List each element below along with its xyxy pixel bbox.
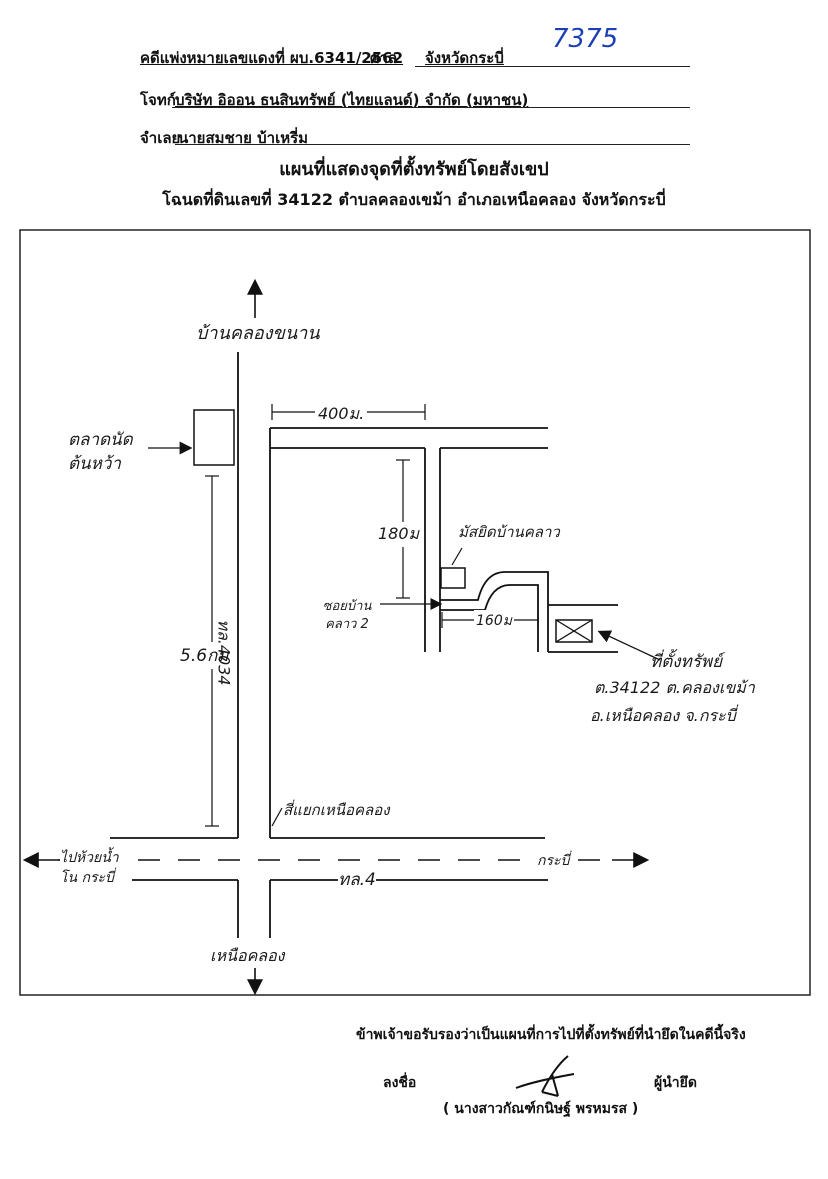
property-label: ที่ตั้งทรัพย์ xyxy=(650,652,723,672)
court-underline xyxy=(415,66,690,67)
distance-160-label: 160ม xyxy=(474,610,514,632)
property-arrow xyxy=(597,630,661,661)
lane-outer xyxy=(440,571,549,652)
market-label: ตลาดนัดต้นหว้า xyxy=(68,430,133,474)
deed-line-1: ต.34122 ต.คลองเขม้า xyxy=(594,678,755,697)
signer-name: ( นางสาวกัณฑ์กนิษฐ์ พรหมรส ) xyxy=(443,1101,639,1117)
west-destination-label: ไปห้วยน้ำโน กระบี่ xyxy=(60,848,132,888)
north-destination-label: บ้านคลองขนาน xyxy=(196,323,320,344)
certification-statement: ข้าพเจ้าขอรับรองว่าเป็นแผนที่การไปที่ตั้… xyxy=(356,1027,746,1043)
handwritten-case-number: 7375 xyxy=(552,24,619,54)
distance-400-label: 400ม. xyxy=(315,402,368,427)
intersection-label: สี่แยกเหนือคลอง xyxy=(283,801,390,819)
plaintiff-underline xyxy=(172,107,690,108)
property-box xyxy=(555,619,593,643)
defendant-label: จำเลย xyxy=(140,129,181,147)
plaintiff-value: บริษัท อิออน ธนสินทรัพย์ (ไทยแลนด์) จำกั… xyxy=(175,91,529,109)
map-frame xyxy=(19,229,811,996)
role-label: ผู้นำยึด xyxy=(654,1075,697,1091)
court-value: จังหวัดกระบี่ xyxy=(425,49,504,67)
sign-label: ลงชื่อ xyxy=(383,1075,417,1091)
distance-180-label: 180ม xyxy=(378,522,420,547)
east-destination-label: กระบี่ xyxy=(534,850,573,872)
signature xyxy=(515,1055,575,1097)
soi-label: ซอยบ้านคลาว 2 xyxy=(322,599,372,632)
south-destination-label: เหนือคลอง xyxy=(210,946,285,965)
lane-inner xyxy=(440,584,539,652)
mosque-box xyxy=(440,567,466,589)
defendant-underline xyxy=(175,144,690,145)
highway-label: ทล.4 xyxy=(338,866,376,893)
deed-line-2: อ.เหนือคลอง จ.กระบี่ xyxy=(590,706,736,725)
distance-56-label: 5.6กม xyxy=(180,642,229,669)
vertical-road-label: ทล.4034 xyxy=(214,619,234,686)
market-box xyxy=(193,409,235,466)
court-label: ศาล xyxy=(370,49,398,67)
plaintiff-label: โจทก์ xyxy=(140,91,176,109)
mosque-label: มัสยิดบ้านคลาว xyxy=(458,523,560,541)
case-number: คดีแพ่งหมายเลขแดงที่ ผบ.6341/2562 xyxy=(140,49,404,67)
map-subtitle: โฉนดที่ดินเลขที่ 34122 ตำบลคลองเขม้า อำเ… xyxy=(162,190,666,209)
map-title: แผนที่แสดงจุดที่ตั้งทรัพย์โดยสังเขป xyxy=(279,159,549,180)
defendant-value: นายสมชาย บ้าเหรี่ม xyxy=(178,129,309,147)
